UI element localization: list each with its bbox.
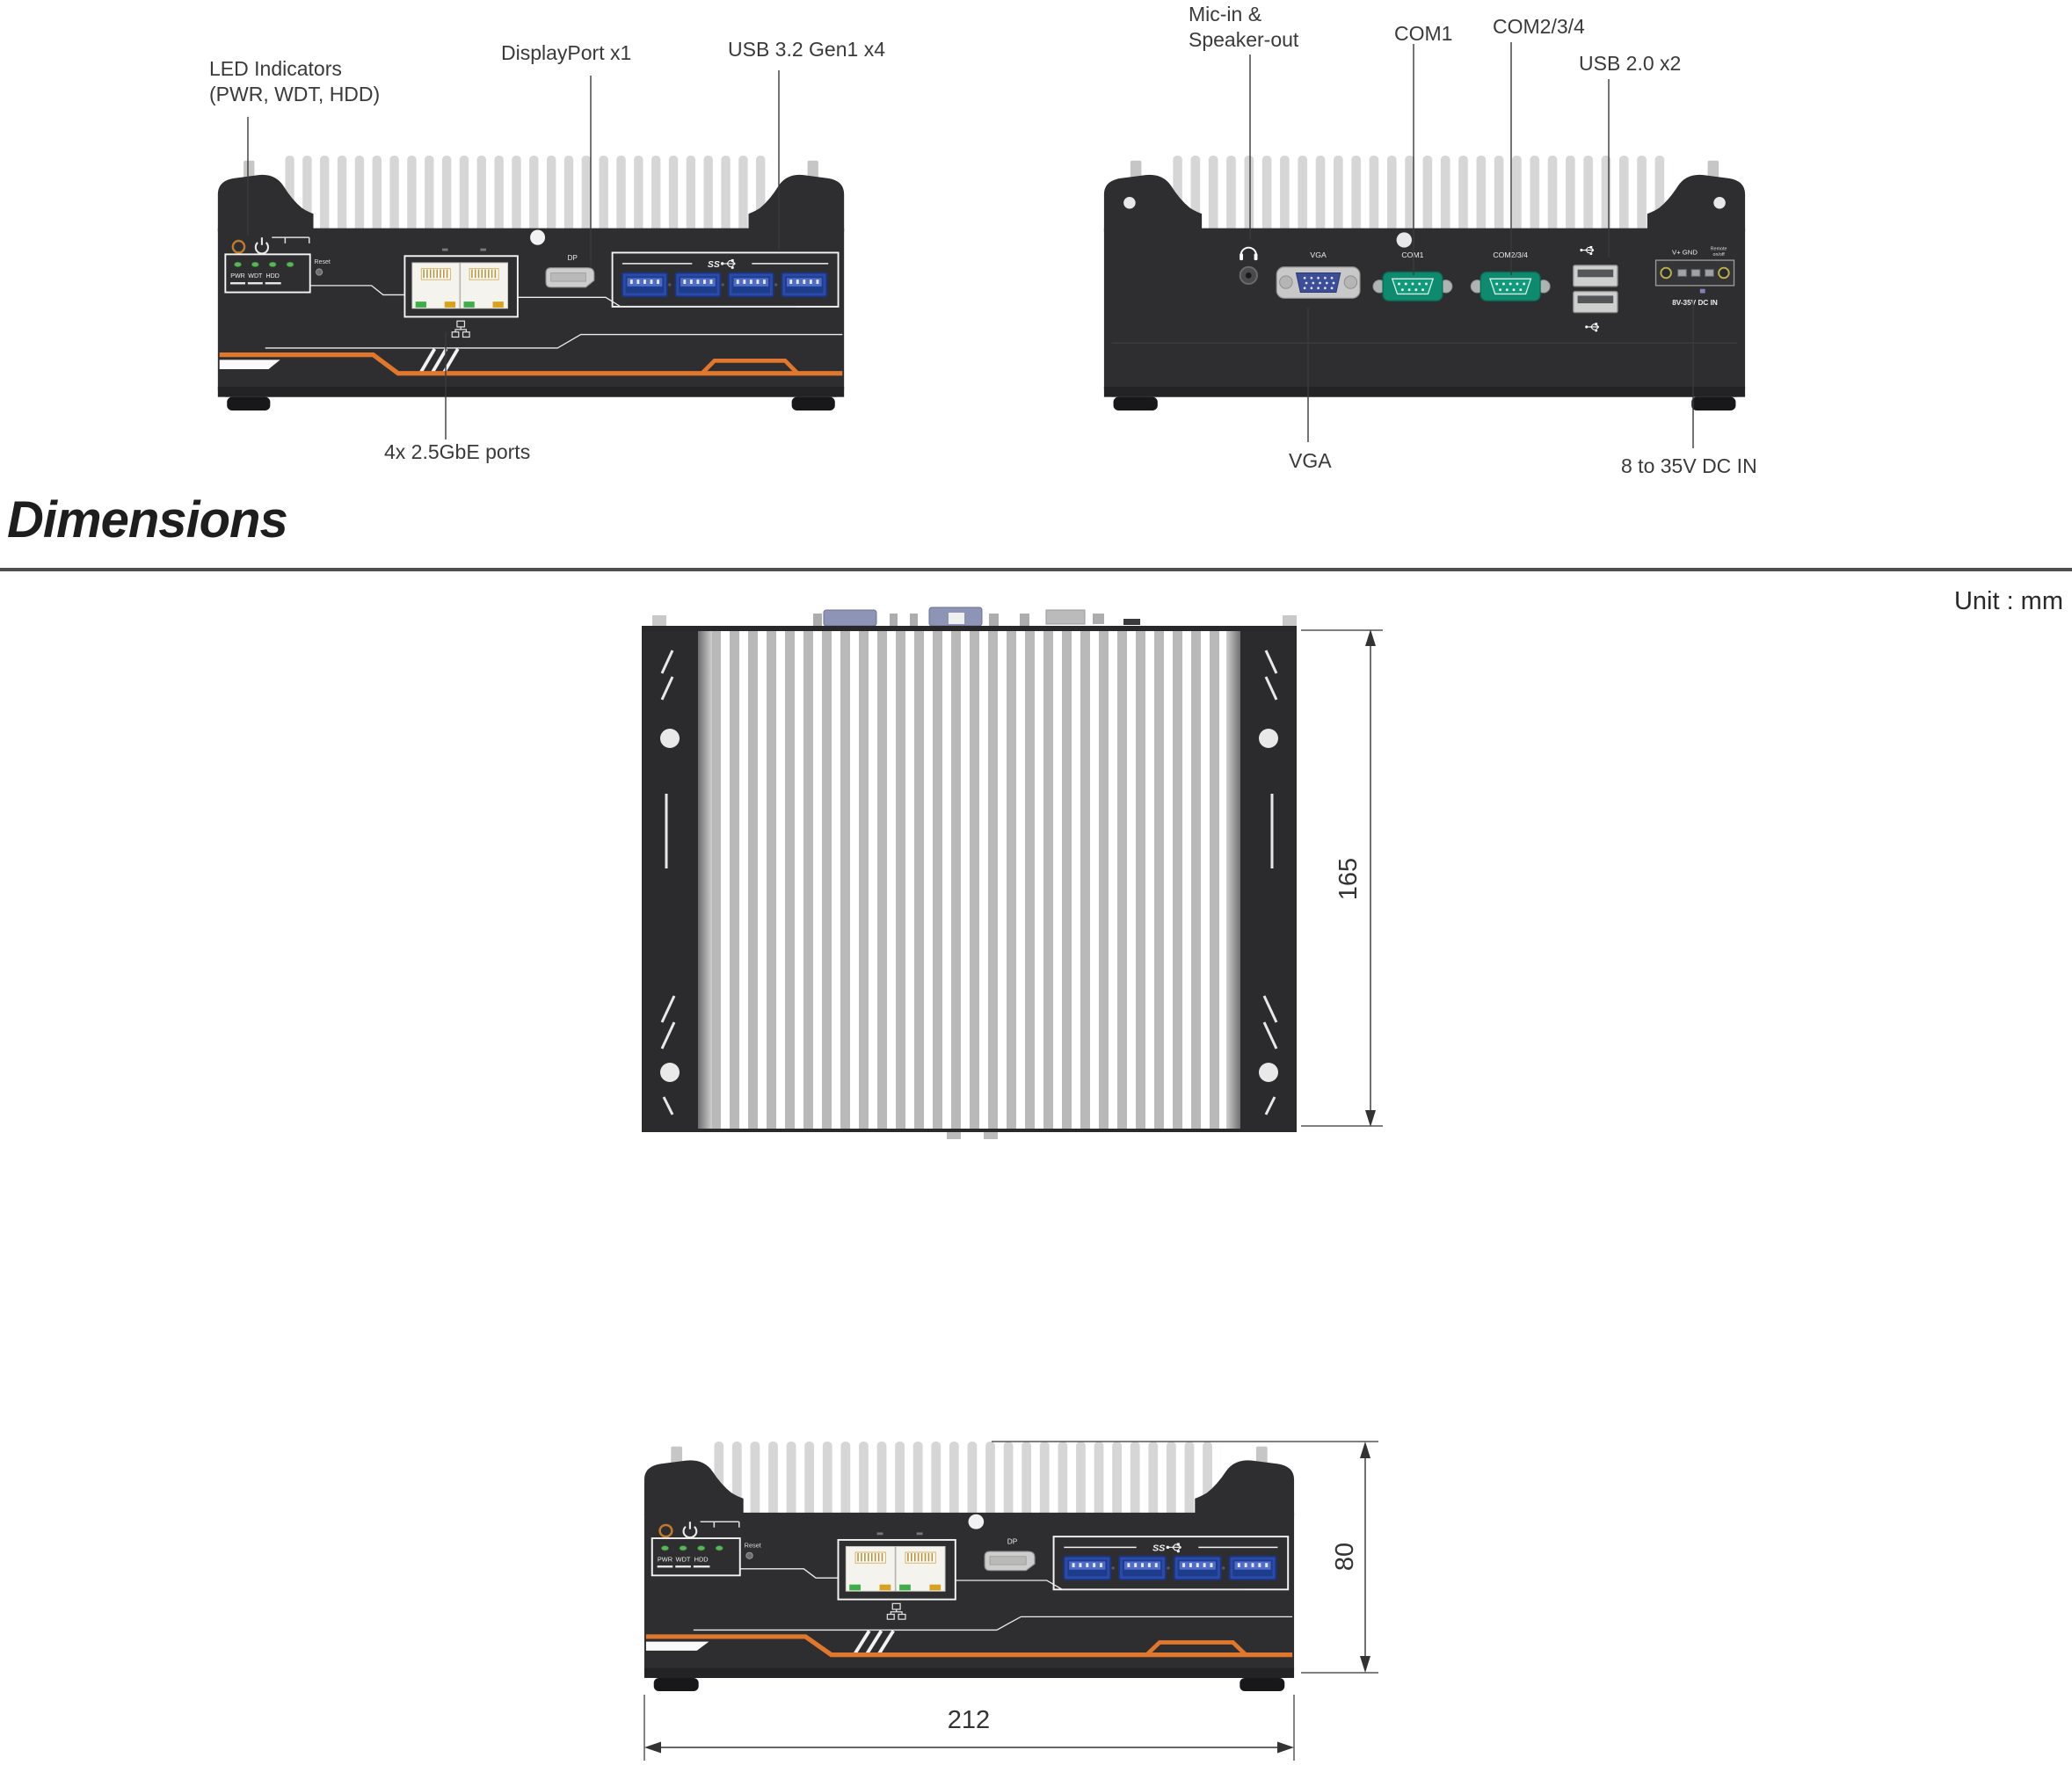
screw-icon [660, 1063, 680, 1082]
callout-com234: COM2/3/4 [1493, 15, 1585, 38]
section-heading: Dimensions [7, 491, 288, 548]
right-rail [1240, 626, 1297, 1132]
arrow-down-icon [1360, 1656, 1370, 1673]
callout-dcin: 8 to 35V DC IN [1621, 454, 1757, 477]
front-view-large [642, 1442, 1297, 1691]
screw-icon [1259, 729, 1278, 748]
callout-text: Mic-in & [1189, 3, 1262, 25]
arrow-up-icon [1360, 1442, 1370, 1458]
arrow-up-icon [1365, 629, 1376, 646]
rear-view-small [1101, 156, 1748, 410]
dimension-212: 212 [643, 1695, 1295, 1761]
front-view-small [215, 156, 847, 410]
rail-details [660, 650, 1278, 1115]
dim-height-label: 80 [1331, 1543, 1359, 1571]
callout-displayport: DisplayPort x1 [501, 41, 632, 64]
callout-text: (PWR, WDT, HDD) [209, 83, 381, 105]
callout-lan: 4x 2.5GbE ports [384, 440, 531, 463]
dim-depth-label: 165 [1334, 858, 1363, 900]
left-rail [642, 626, 698, 1132]
screw-icon [1259, 1063, 1278, 1082]
unit-label: Unit : mm [1953, 587, 2063, 615]
callout-usb3: USB 3.2 Gen1 x4 [728, 38, 885, 61]
callout-audio: Mic-in & Speaker-out [1189, 2, 1298, 53]
callout-vga: VGA [1289, 449, 1332, 472]
arrow-down-icon [1365, 1110, 1376, 1127]
top-view-drawing: 165 [642, 606, 1383, 1139]
dimension-165: 165 [1301, 629, 1383, 1127]
section-rule [0, 568, 2072, 571]
callout-text: LED Indicators [209, 57, 342, 80]
arrow-right-icon [1277, 1741, 1294, 1754]
callout-usb2: USB 2.0 x2 [1579, 52, 1682, 75]
dim-width-label: 212 [948, 1706, 990, 1734]
callout-com1: COM1 [1394, 22, 1453, 45]
rear-connectors-peek [652, 606, 1297, 627]
heatsink-fins-top [712, 626, 1226, 1132]
callout-text: Speaker-out [1189, 28, 1299, 51]
arrow-left-icon [644, 1741, 661, 1754]
screw-icon [660, 729, 680, 748]
callout-led-indicators: LED Indicators (PWR, WDT, HDD) [209, 56, 380, 107]
